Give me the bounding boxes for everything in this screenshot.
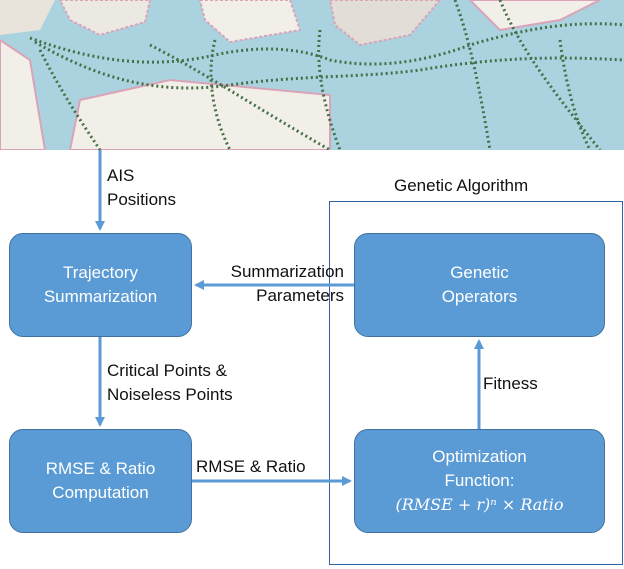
trajectory-line2: Summarization — [43, 287, 158, 306]
genetic-algorithm-frame — [329, 201, 623, 565]
ais-positions-label: AIS Positions — [107, 164, 176, 212]
genetic-operators-node: Genetic Operators — [354, 233, 605, 337]
rmse-line1: RMSE & Ratio — [45, 459, 156, 478]
rmse-ratio-computation-node: RMSE & Ratio Computation — [9, 429, 192, 533]
summ-line1: Summarization — [230, 262, 344, 281]
critical-line1: Critical Points & — [107, 361, 227, 380]
genetic-line1: Genetic — [450, 263, 509, 282]
genetic-algorithm-title: Genetic Algorithm — [394, 176, 529, 195]
fitness-label: Fitness — [483, 372, 538, 396]
ais-track-map — [0, 0, 624, 150]
genetic-line2: Operators — [441, 287, 518, 306]
rmse-ratio-edge-label: RMSE & Ratio — [196, 455, 306, 479]
rmse-line2: Computation — [52, 483, 149, 502]
summ-line2: Parameters — [256, 286, 344, 305]
ais-line1: AIS — [107, 166, 135, 185]
optimization-function-node: Optimization Function: (RMSE + r)ⁿ × Rat… — [354, 429, 605, 533]
critical-points-label: Critical Points & Noiseless Points — [107, 359, 233, 407]
optimization-line2: Function: — [444, 471, 515, 490]
critical-line2: Noiseless Points — [107, 385, 233, 404]
optimization-formula: (RMSE + r)ⁿ × Ratio — [395, 495, 564, 514]
summarization-parameters-label: Summarization Parameters — [198, 260, 344, 308]
trajectory-line1: Trajectory — [63, 263, 138, 282]
map-graphic — [0, 0, 624, 150]
fitness-line1: Fitness — [483, 374, 538, 393]
optimization-line1: Optimization — [432, 447, 527, 466]
rmse-edge-line1: RMSE & Ratio — [196, 457, 306, 476]
ais-line2: Positions — [107, 190, 176, 209]
trajectory-summarization-node: Trajectory Summarization — [9, 233, 192, 337]
